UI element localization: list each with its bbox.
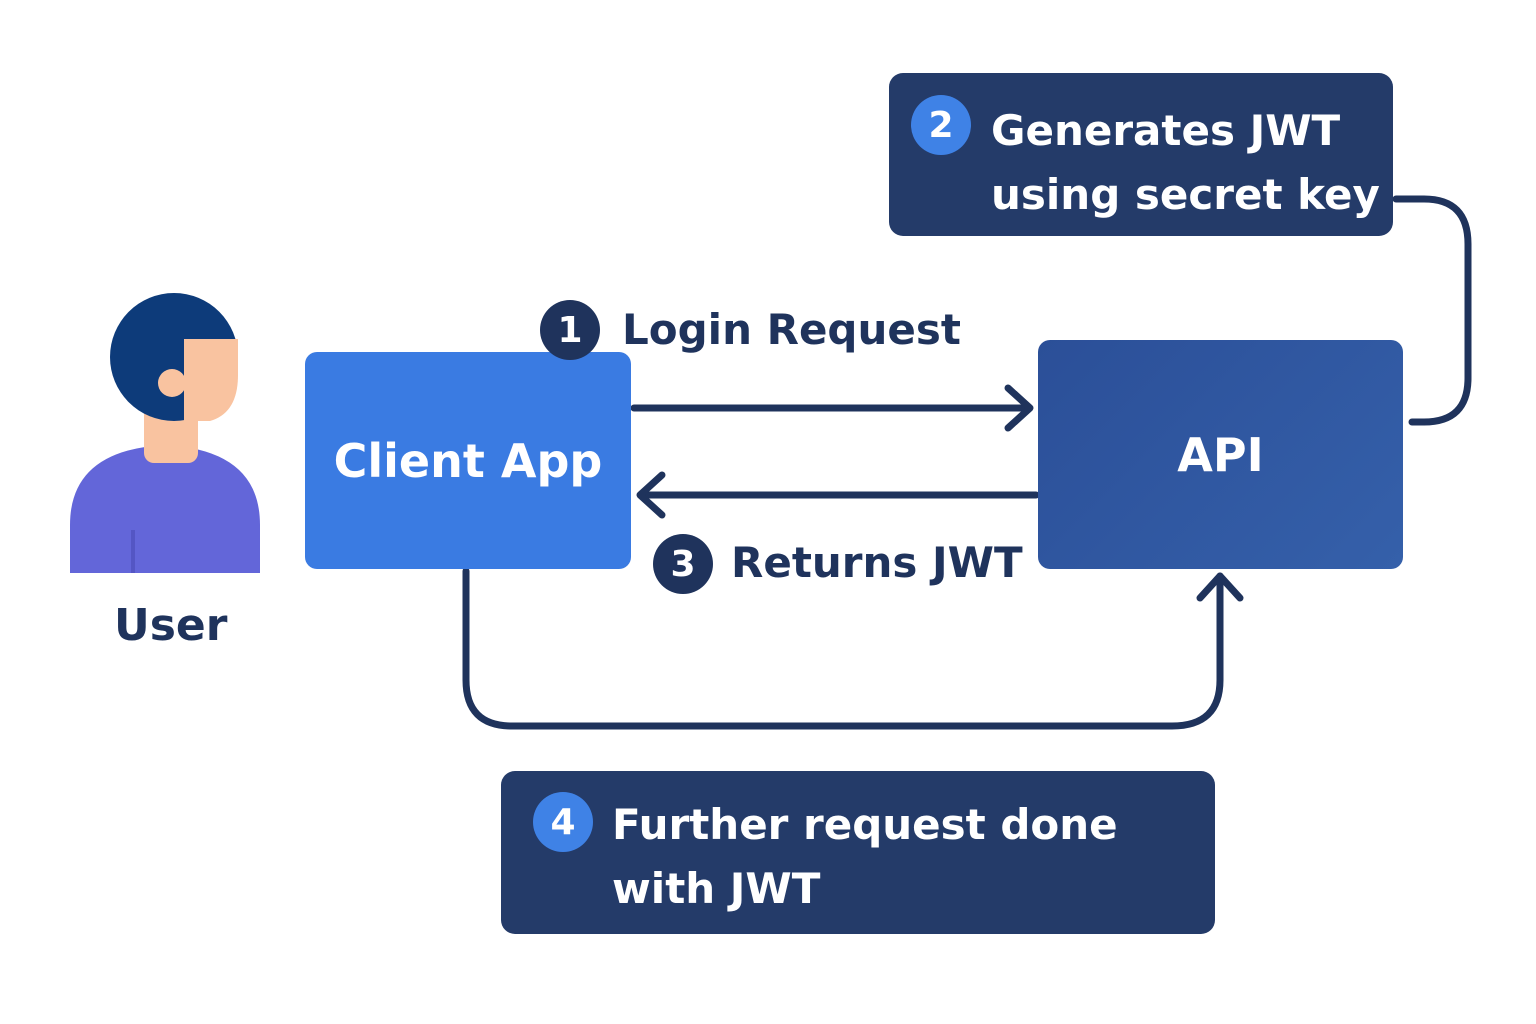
- user-ear: [158, 369, 186, 397]
- api-box[interactable]: API: [1038, 340, 1403, 569]
- further-request-arrowhead: [1196, 572, 1244, 602]
- step-4-line-1: Further request done: [612, 800, 1118, 849]
- user-face: [184, 339, 238, 421]
- step-3-label: Returns JWT: [731, 538, 1023, 587]
- step-2-note: Generates JWT using secret key: [889, 73, 1393, 236]
- further-request-path: [462, 567, 1224, 730]
- generates-jwt-connector: [1392, 195, 1472, 426]
- user-shirt: [70, 445, 260, 573]
- step-3-badge: 3: [653, 534, 713, 594]
- step-2-badge: 2: [911, 95, 971, 155]
- step-2-line-2: using secret key: [991, 170, 1380, 219]
- api-label: API: [1177, 427, 1264, 482]
- step-1-label: Login Request: [622, 305, 961, 354]
- login-request-arrowhead: [1004, 384, 1034, 432]
- step-1-badge: 1: [540, 300, 600, 360]
- step-2-line-1: Generates JWT: [991, 106, 1341, 155]
- step-4-note: Further request done with JWT: [501, 771, 1215, 934]
- step-4-badge: 4: [533, 792, 593, 852]
- user-avatar-icon: [70, 293, 260, 573]
- client-app-label: Client App: [333, 433, 603, 488]
- client-app-box[interactable]: Client App: [305, 352, 631, 569]
- returns-jwt-arrowhead: [636, 471, 666, 519]
- step-4-line-2: with JWT: [612, 864, 821, 913]
- user-label: User: [114, 600, 228, 651]
